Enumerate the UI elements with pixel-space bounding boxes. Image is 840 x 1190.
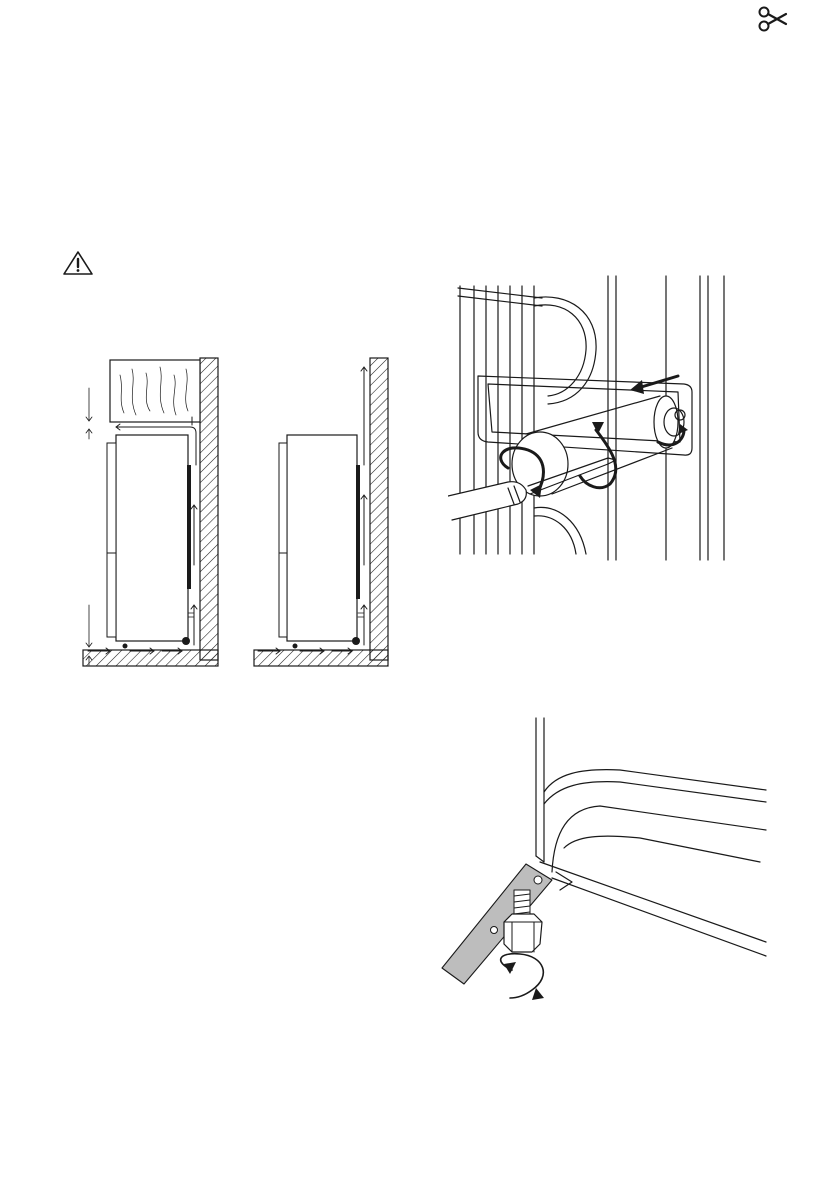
warning-icon [62, 250, 94, 276]
scissors-icon [758, 6, 788, 32]
ventilation-diagram-with-cabinet [80, 355, 225, 675]
spacer-mounting-illustration [448, 272, 733, 562]
adjustable-foot-illustration [440, 712, 770, 1012]
ventilation-diagram-free-standing [252, 355, 392, 675]
